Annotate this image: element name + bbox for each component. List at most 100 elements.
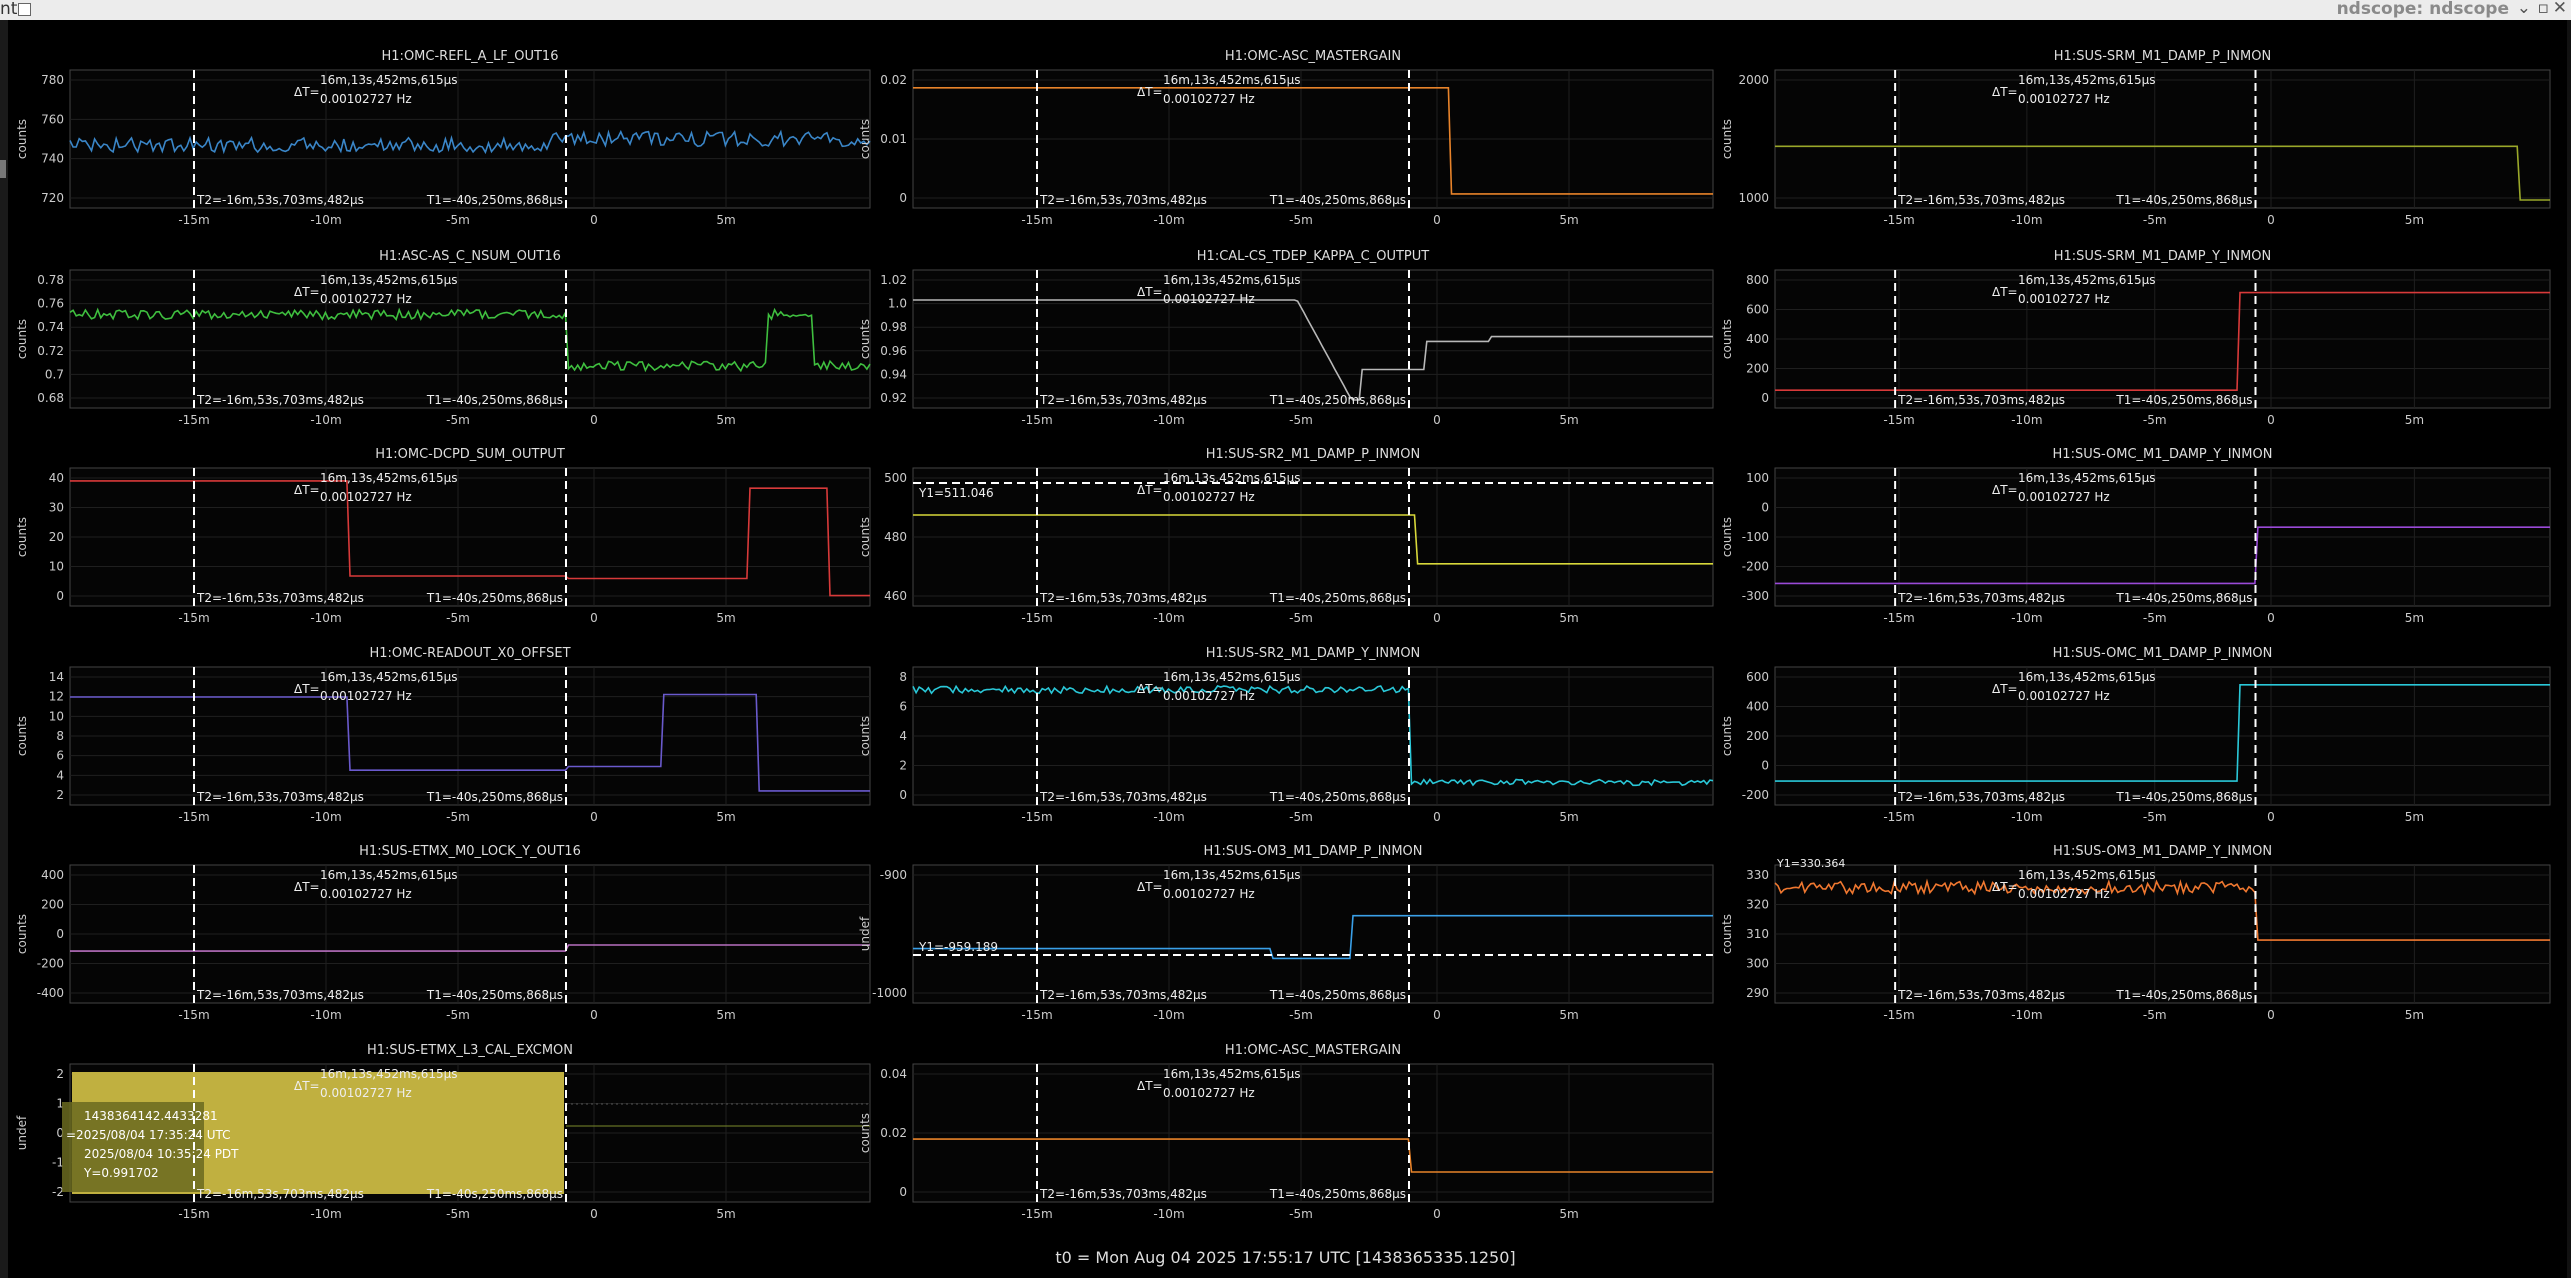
delta-time: 16m,13s,452ms,615μs: [2018, 868, 2156, 882]
y-tick-label: -1000: [872, 986, 907, 1000]
plot-title: H1:SUS-OM3_M1_DAMP_Y_INMON: [2053, 844, 2272, 859]
minimize-icon[interactable]: ⌄: [2516, 0, 2531, 18]
x-tick-label: 5m: [716, 810, 735, 824]
delta-freq: 0.00102727 Hz: [2018, 292, 2110, 306]
y-tick-label: 0: [1761, 391, 1769, 405]
y-tick-label: 30: [49, 501, 64, 515]
plot-title: H1:SUS-ETMX_L3_CAL_EXCMON: [367, 1043, 573, 1058]
plot-title: H1:CAL-CS_TDEP_KAPPA_C_OUTPUT: [1197, 249, 1429, 264]
y-tick-label: 0: [1761, 501, 1769, 515]
trace-line: [69, 307, 871, 373]
delta-freq: 0.00102727 Hz: [2018, 92, 2110, 106]
x-tick-label: -5m: [446, 1008, 470, 1022]
x-tick-label: -15m: [1883, 611, 1914, 625]
y-tick-label: 40: [49, 471, 64, 485]
y-tick-label: 330: [1746, 868, 1769, 882]
y-tick-label: 0: [1761, 759, 1769, 773]
plot-title: H1:OMC-DCPD_SUM_OUTPUT: [375, 447, 565, 462]
y-tick-label: 200: [41, 898, 64, 912]
y-axis-label: counts: [15, 517, 29, 557]
trace-line: [913, 299, 1713, 401]
x-tick-label: 0: [1433, 213, 1441, 227]
y-tick-label: 200: [1746, 729, 1769, 743]
plot-area[interactable]: [69, 269, 871, 409]
t1-cursor-label: T1=-40s,250ms,868μs: [1269, 193, 1406, 207]
plot-title: H1:SUS-ETMX_M0_LOCK_Y_OUT16: [359, 844, 581, 859]
trace-line: [912, 684, 1714, 787]
delta-freq: 0.00102727 Hz: [320, 292, 412, 306]
y-tick-label: 400: [41, 868, 64, 882]
window-titlebar: nt ndscope: ndscope ⌄ ▫ ✕: [0, 0, 2571, 20]
x-tick-label: -15m: [1021, 611, 1052, 625]
delta-freq: 0.00102727 Hz: [320, 92, 412, 106]
maximize-icon[interactable]: ▫: [2537, 0, 2549, 18]
plot-panel[interactable]: H1:CAL-CS_TDEP_KAPPA_C_OUTPUT-15m-10m-5m…: [858, 249, 1714, 427]
y-tick-label: 2000: [1738, 73, 1769, 87]
plot-title: H1:SUS-SRM_M1_DAMP_Y_INMON: [2054, 249, 2272, 264]
x-tick-label: -15m: [1883, 1008, 1914, 1022]
dock-handle[interactable]: [0, 160, 6, 178]
t1-cursor-label: T1=-40s,250ms,868μs: [2115, 790, 2252, 804]
x-tick-label: -10m: [2011, 413, 2042, 427]
plot-title: H1:SUS-SR2_M1_DAMP_Y_INMON: [1206, 646, 1421, 661]
plot-area[interactable]: [912, 864, 1714, 1004]
y-tick-label: 100: [1746, 471, 1769, 485]
x-tick-label: -15m: [1883, 413, 1914, 427]
t2-cursor-label: T2=-16m,53s,703ms,482μs: [196, 988, 364, 1002]
t1-cursor-label: T1=-40s,250ms,868μs: [1269, 393, 1406, 407]
y-tick-label: 760: [41, 112, 64, 126]
trace-line: [913, 914, 1713, 960]
y-tick-label: -300: [1742, 589, 1769, 603]
delta-time: 16m,13s,452ms,615μs: [2018, 273, 2156, 287]
x-tick-label: -5m: [2143, 213, 2167, 227]
delta-label: ΔT=: [1992, 483, 2018, 497]
plot-area[interactable]: [912, 269, 1714, 409]
delta-time: 16m,13s,452ms,615μs: [1163, 670, 1301, 684]
x-tick-label: 5m: [2405, 810, 2424, 824]
y-tick-label: 320: [1746, 898, 1769, 912]
tooltip-line: =2025/08/04 17:35:24 UTC: [66, 1128, 231, 1142]
tooltip-line: Y=0.991702: [83, 1166, 159, 1180]
y-tick-label: 480: [884, 530, 907, 544]
x-tick-label: 5m: [1559, 213, 1578, 227]
x-tick-label: 5m: [1559, 1008, 1578, 1022]
y-tick-label: 0.98: [880, 320, 907, 334]
delta-label: ΔT=: [294, 880, 320, 894]
close-icon[interactable]: ✕: [2552, 0, 2567, 18]
plot-area[interactable]: [1774, 69, 2551, 209]
x-tick-label: -10m: [310, 810, 341, 824]
delta-label: ΔT=: [1137, 85, 1163, 99]
window-menu-icon[interactable]: [18, 3, 31, 16]
x-tick-label: -5m: [446, 1207, 470, 1221]
y-tick-label: 0.02: [880, 73, 907, 87]
y-axis-label: counts: [15, 119, 29, 159]
x-tick-label: -10m: [1153, 611, 1184, 625]
t1-cursor-label: T1=-40s,250ms,868μs: [426, 1187, 563, 1201]
y-tick-label: 0.7: [45, 367, 64, 381]
t1-cursor-label: T1=-40s,250ms,868μs: [1269, 790, 1406, 804]
delta-freq: 0.00102727 Hz: [1163, 1086, 1255, 1100]
x-tick-label: -5m: [2143, 1008, 2167, 1022]
x-tick-label: 5m: [716, 1207, 735, 1221]
x-tick-label: 0: [2267, 1008, 2275, 1022]
x-tick-label: -5m: [1289, 1207, 1313, 1221]
y-axis-label: undef: [858, 916, 872, 951]
y-axis-label: counts: [858, 1113, 872, 1153]
